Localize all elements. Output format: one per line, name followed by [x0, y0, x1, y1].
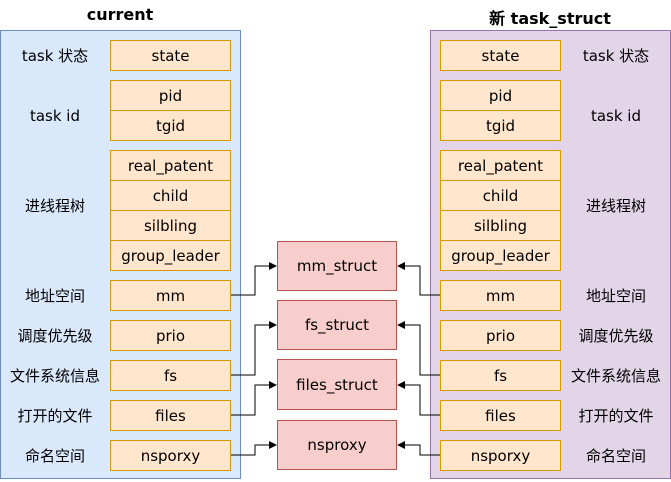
right-field-prio: prio: [440, 320, 561, 351]
left-field-state: state: [110, 40, 231, 71]
right-label-task-id: task id: [590, 106, 642, 125]
left-field-files: files: [110, 400, 231, 431]
right-field-tgid: tgid: [440, 110, 561, 141]
left-field-group-leader: group_leader: [110, 240, 231, 271]
right-field-group-leader: group_leader: [440, 240, 561, 271]
left-field-nsporxy: nsporxy: [110, 440, 231, 471]
left-field-pid: pid: [110, 80, 231, 111]
left-field-silbling: silbling: [110, 210, 231, 241]
left-label-fs-info: 文件系统信息: [9, 367, 100, 385]
right-field-silbling: silbling: [440, 210, 561, 241]
right-field-files: files: [440, 400, 561, 431]
left-field-fs: fs: [110, 360, 231, 391]
right-label-address-space: 地址空间: [585, 287, 646, 305]
left-field-real-patent: real_patent: [110, 150, 231, 181]
right-field-real-patent: real_patent: [440, 150, 561, 181]
left-label-state: task 状态: [21, 47, 89, 65]
fs-struct-box: fs_struct: [277, 300, 397, 350]
left-field-mm: mm: [110, 280, 231, 311]
left-title: current: [86, 5, 154, 24]
right-field-child: child: [440, 180, 561, 211]
right-label-open-files: 打开的文件: [578, 407, 654, 425]
left-field-tgid: tgid: [110, 110, 231, 141]
left-label-priority: 调度优先级: [17, 327, 93, 345]
left-field-child: child: [110, 180, 231, 211]
left-label-task-id: task id: [29, 106, 81, 125]
mm-struct-box: mm_struct: [277, 241, 397, 291]
right-field-mm: mm: [440, 280, 561, 311]
left-label-open-files: 打开的文件: [17, 407, 93, 425]
right-field-pid: pid: [440, 80, 561, 111]
right-field-nsporxy: nsporxy: [440, 440, 561, 471]
right-label-priority: 调度优先级: [578, 327, 654, 345]
right-label-fs-info: 文件系统信息: [570, 367, 661, 385]
left-label-address-space: 地址空间: [24, 287, 85, 305]
left-label-namespace: 命名空间: [24, 447, 85, 465]
right-label-process-tree: 进线程树: [585, 197, 646, 215]
right-label-namespace: 命名空间: [585, 447, 646, 465]
nsproxy-box: nsproxy: [277, 420, 397, 470]
right-title: 新 task_struct: [489, 9, 611, 28]
files-struct-box: files_struct: [277, 359, 397, 410]
left-label-process-tree: 进线程树: [24, 197, 85, 215]
right-field-state: state: [440, 40, 561, 71]
right-label-state: task 状态: [582, 47, 650, 65]
left-field-prio: prio: [110, 320, 231, 351]
right-field-fs: fs: [440, 360, 561, 391]
